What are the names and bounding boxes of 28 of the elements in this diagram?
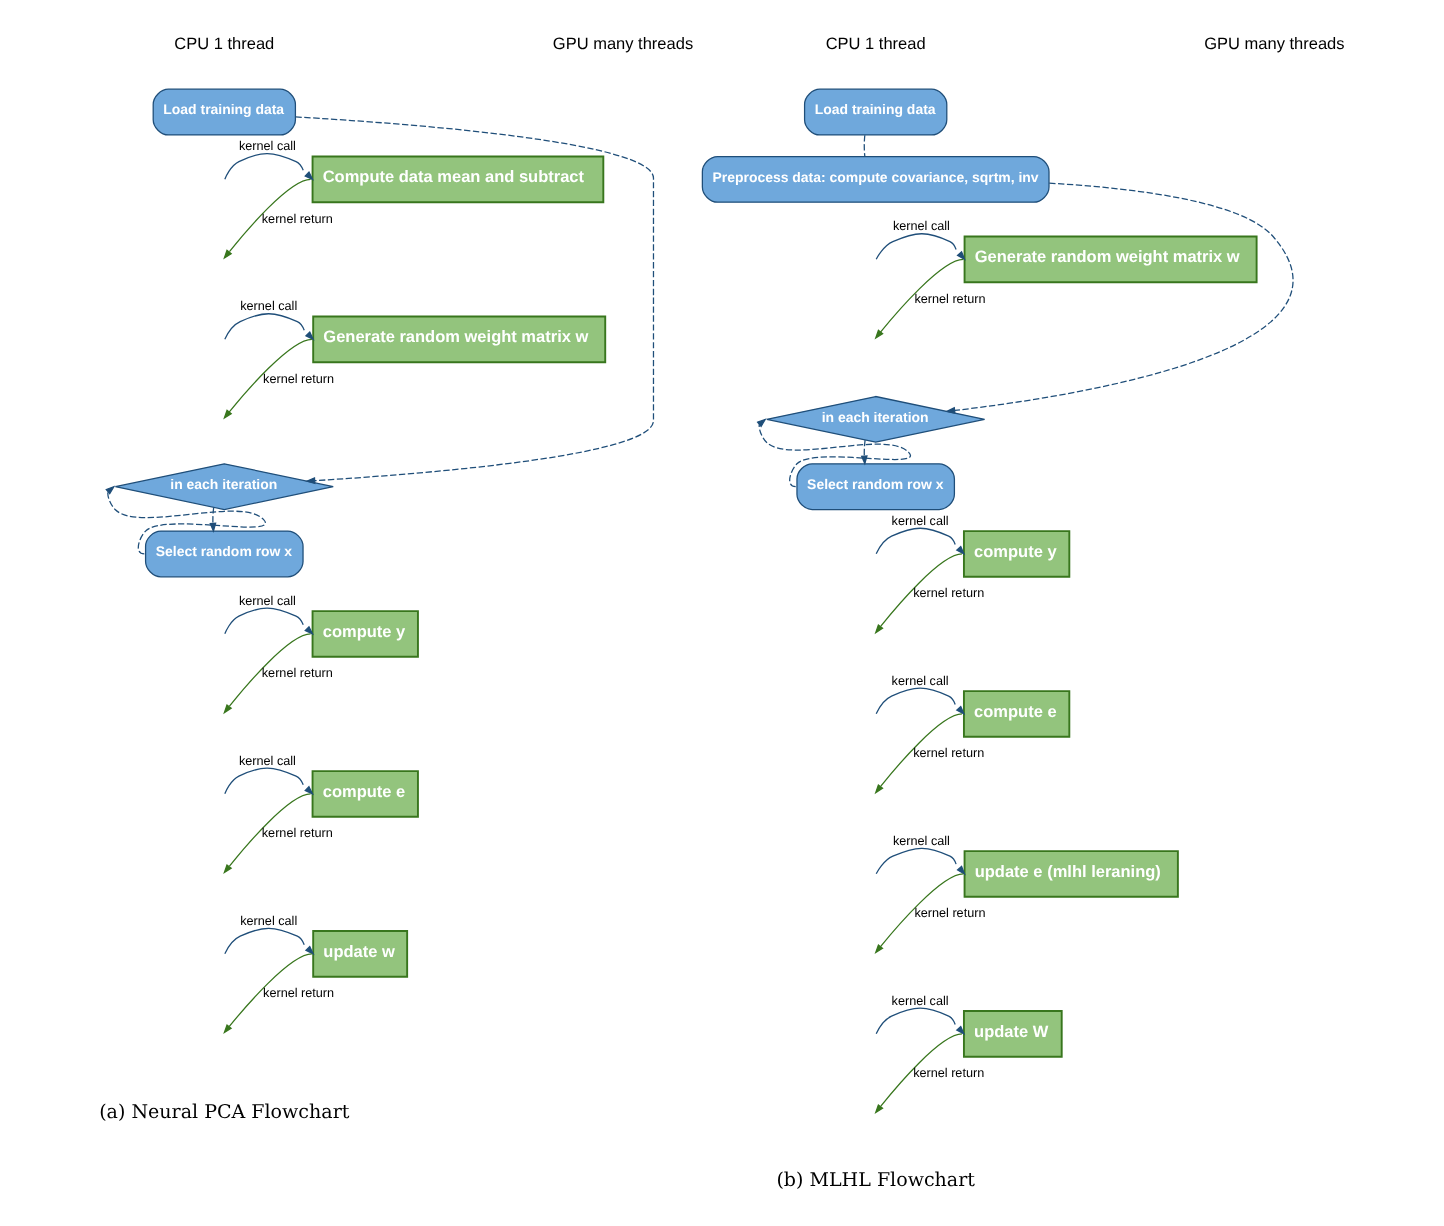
arrow [874, 847, 965, 876]
arrow [873, 873, 963, 955]
label: (a) Neural PCA Flowchart [98, 1102, 349, 1125]
arrow [874, 527, 965, 556]
arrow [873, 553, 962, 635]
arrow [859, 439, 867, 466]
arrow [223, 153, 313, 181]
arrow [873, 713, 962, 795]
arrow [222, 953, 312, 1035]
arrow [222, 178, 311, 260]
arrow [223, 607, 313, 636]
connector [862, 134, 865, 157]
arrow [874, 1007, 965, 1036]
arrow [222, 633, 311, 715]
arrow [873, 258, 963, 340]
arrow [222, 338, 312, 420]
arrow [223, 767, 313, 796]
arrow [944, 182, 1293, 414]
arrow [294, 116, 654, 485]
arrow [874, 687, 965, 716]
arrow [222, 793, 311, 875]
arrow [223, 927, 314, 956]
arrow [208, 506, 216, 533]
label: (b) MLHL Flowchart [775, 1169, 974, 1192]
arrow [223, 313, 314, 341]
arrow [874, 233, 965, 261]
arrow [873, 1033, 962, 1115]
arrow [104, 485, 266, 555]
